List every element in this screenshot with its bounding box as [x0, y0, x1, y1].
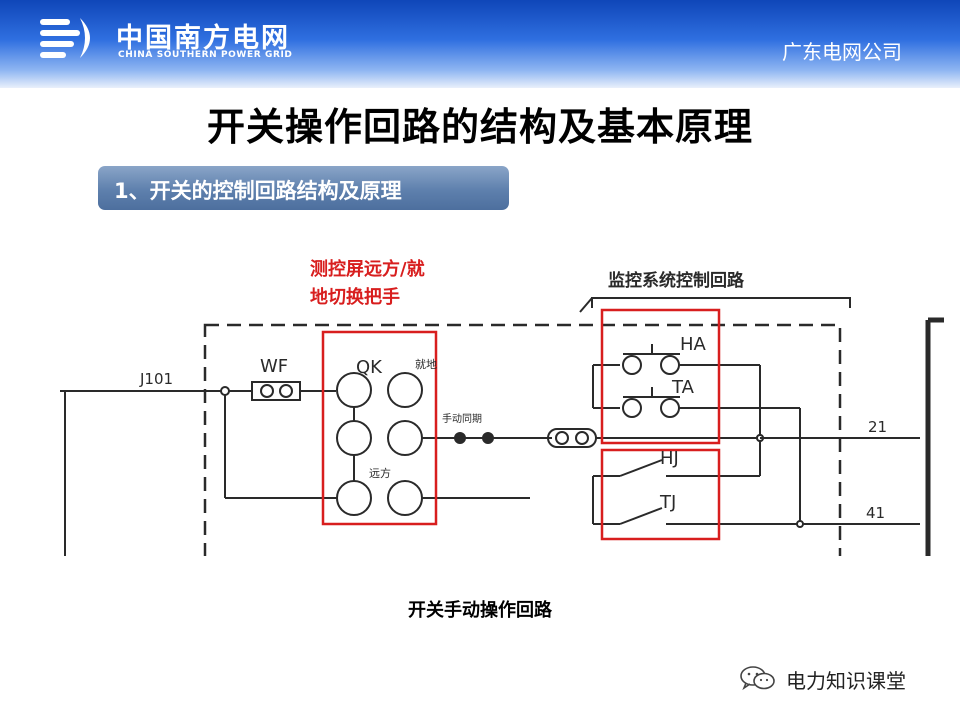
- annotation-line-2: 地切换把手: [310, 287, 400, 308]
- wire-41-label: 41: [866, 504, 885, 522]
- logo-english-name: CHINA SOUTHERN POWER GRID: [118, 50, 293, 60]
- position-manual-label: 手动同期: [442, 412, 482, 425]
- contact-ha-label: HA: [680, 334, 707, 355]
- position-remote-label: 远方: [369, 466, 391, 480]
- highlight-qk-switch: [321, 330, 438, 526]
- section-label: 1、开关的控制回路结构及原理: [114, 179, 402, 203]
- monitor-bracket: [591, 297, 851, 308]
- qk-contact-6: [387, 480, 423, 516]
- qk-contact-3: [336, 420, 372, 456]
- switch-annotation: 测控屏远方/就 地切换把手: [310, 256, 425, 312]
- contact-ta-label: TA: [671, 377, 695, 398]
- wechat-icon: [740, 666, 775, 691]
- qk-contact-1: [336, 372, 372, 408]
- diagram-caption: 开关手动操作回路: [408, 600, 552, 621]
- position-local-label: 就地: [415, 357, 437, 371]
- circuit-diagram: 监控系统控制回路 J101 WF QK 就地 手动同期 远方 HA TA HJ …: [60, 270, 944, 556]
- slide-title: 开关操作回路的结构及基本原理: [206, 105, 753, 149]
- contact-tj-label: TJ: [659, 492, 676, 513]
- logo-chinese-name: 中国南方电网: [116, 23, 290, 54]
- contact-hj-label: HJ: [660, 448, 679, 469]
- wire-21-label: 21: [868, 418, 887, 436]
- qk-contact-5: [336, 480, 372, 516]
- monitor-system-label: 监控系统控制回路: [608, 270, 745, 291]
- panel-boundary: [203, 323, 842, 556]
- highlight-hj-tj: [600, 448, 721, 541]
- company-name: 广东电网公司: [782, 40, 902, 64]
- watermark-text: 电力知识课堂: [786, 669, 906, 693]
- switch-label: QK: [356, 357, 383, 378]
- qk-contact-2: [387, 372, 423, 408]
- logo-mark-icon: [40, 18, 90, 58]
- section-label-box: 1、开关的控制回路结构及原理: [98, 166, 509, 210]
- qk-contact-4: [387, 420, 423, 456]
- header-banner: 中国南方电网 CHINA SOUTHERN POWER GRID 广东电网公司: [0, 0, 960, 88]
- annotation-line-1: 测控屏远方/就: [310, 259, 425, 280]
- highlight-ha-ta: [600, 308, 721, 445]
- terminal-label: J101: [139, 370, 173, 388]
- fuse-label: WF: [260, 356, 288, 377]
- company-logo: 中国南方电网 CHINA SOUTHERN POWER GRID: [40, 14, 300, 66]
- watermark: 电力知识课堂: [738, 663, 928, 693]
